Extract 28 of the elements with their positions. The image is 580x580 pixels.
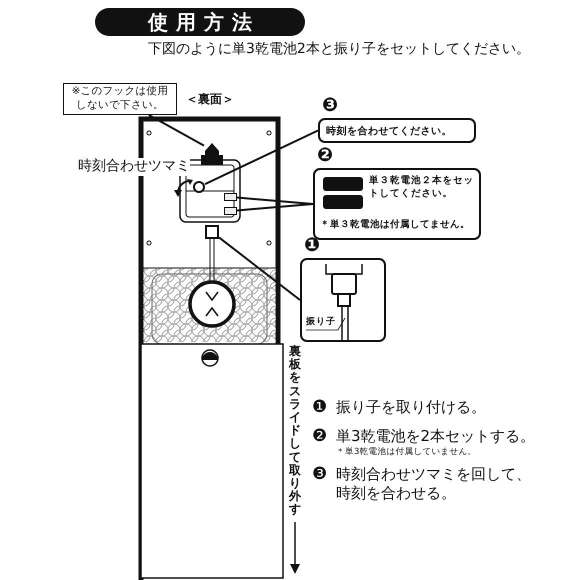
leader-line xyxy=(204,130,318,186)
callout-note: ＊単３乾電池は付属してません。 xyxy=(320,219,471,232)
pendulum-connector xyxy=(205,225,219,239)
step-number: ❸ xyxy=(312,464,328,486)
part-label: 時刻合わせツマミ xyxy=(78,158,190,176)
battery-slot xyxy=(224,207,237,215)
leader-line xyxy=(218,236,301,301)
slide-instruction: 裏板をスライドして取り外す xyxy=(289,345,301,516)
part-label: 振り子 xyxy=(306,316,337,328)
callout-text: 単３乾電池２本をセットしてください。 xyxy=(369,175,475,201)
step-text: 時刻合わせツマミを回して、時刻を合わせる。 xyxy=(336,465,532,502)
callout-text: 時刻を合わせてください。 xyxy=(326,125,453,138)
leader-line xyxy=(236,203,314,212)
note-box: ※このフックは使用しないで下さい。 xyxy=(63,83,177,115)
step-text: 振り子を取り付ける。 xyxy=(336,398,486,417)
step-note: ＊単3乾電池は付属していません。 xyxy=(336,447,476,458)
view-label: ＜裏面＞ xyxy=(186,92,234,107)
battery-slot xyxy=(224,193,237,201)
step-number: ❶ xyxy=(312,397,328,418)
callout-number: ❸ xyxy=(322,96,338,115)
instruction-text: 下図のように単3乾電池2本と振り子をセットしてください。 xyxy=(148,41,530,58)
title-banner: 使用方法 xyxy=(95,8,305,36)
step-number: ❷ xyxy=(312,426,328,448)
callout-number: ❶ xyxy=(304,236,320,255)
step-text: 単3乾電池を2本セットする。 xyxy=(336,427,536,446)
hook xyxy=(204,143,220,157)
leader-line xyxy=(148,114,204,146)
callout-number: ❷ xyxy=(317,146,334,165)
